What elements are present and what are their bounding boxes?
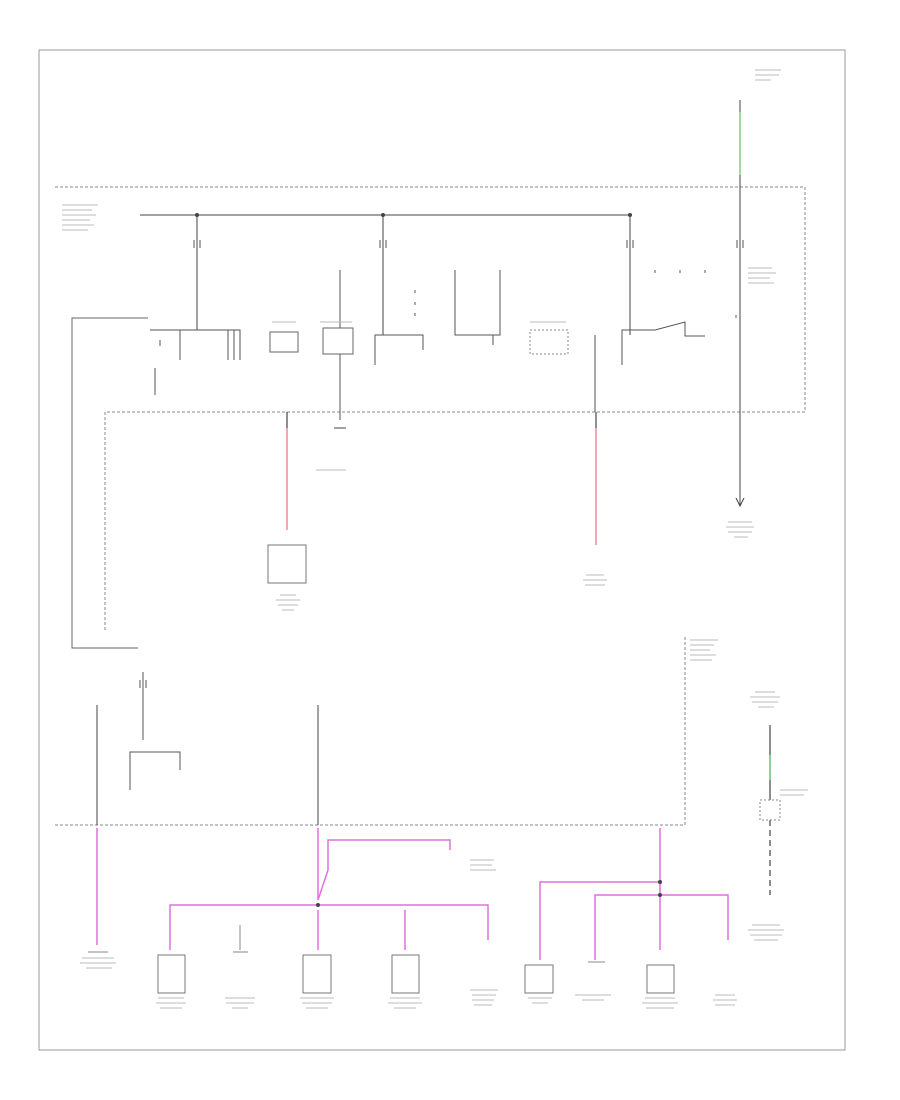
right-connector — [759, 799, 781, 821]
pink-wiring — [96, 828, 729, 960]
relay-box-2 — [322, 270, 354, 420]
right-feed-wire — [735, 100, 745, 508]
diagram-border — [38, 49, 846, 1051]
lower-junction-line — [55, 635, 686, 826]
relay-group-right — [594, 270, 706, 412]
relay-box-3 — [529, 329, 569, 355]
top-bus — [140, 213, 632, 335]
bottom-connectors — [157, 954, 675, 994]
label-hatches — [62, 69, 808, 1009]
connector-left-bottom — [267, 544, 307, 584]
pink-junctions — [316, 880, 662, 907]
left-return-wire — [71, 317, 148, 649]
relay-group-left — [150, 329, 241, 395]
upper-junction-box — [55, 186, 806, 632]
terminal-marks — [88, 951, 605, 963]
relay-group-center — [374, 270, 501, 365]
lower-feeds — [96, 705, 319, 825]
lower-relay — [129, 672, 181, 790]
relay-box-1 — [269, 331, 299, 353]
fuse-symbols — [193, 240, 744, 248]
